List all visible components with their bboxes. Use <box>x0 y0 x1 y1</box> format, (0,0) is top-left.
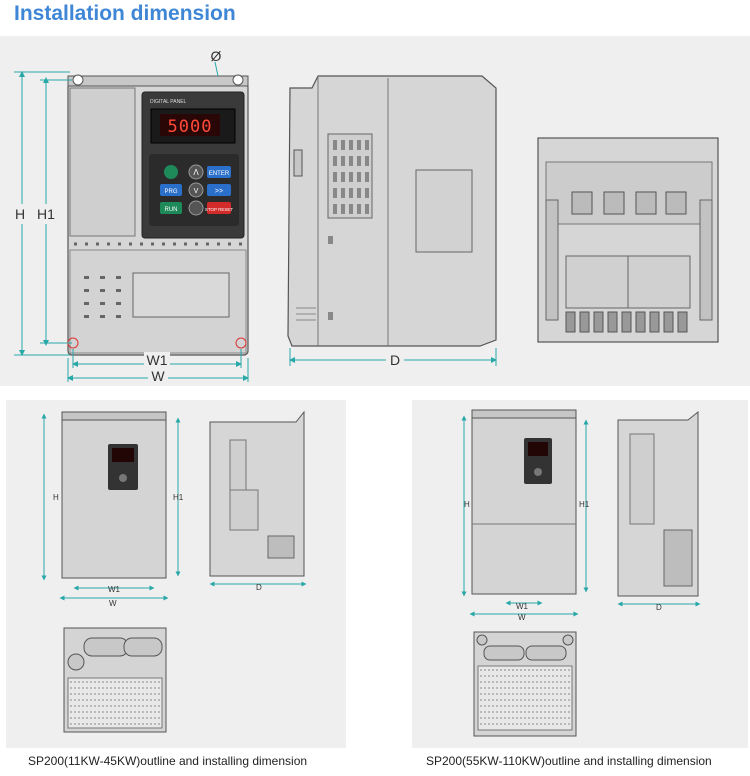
large-model-panel: H H1 W1 W D <box>412 400 748 748</box>
top-figure-drawing: DIGITAL PANEL 5000 Λ ENTER PRG V >> RUN … <box>12 48 719 384</box>
shift-key-label: >> <box>215 188 223 195</box>
up-arrow-icon: Λ <box>193 168 199 177</box>
keypad-display: 5000 <box>168 117 213 137</box>
keypad-prg-button[interactable] <box>160 184 182 196</box>
top-w-label: W <box>151 368 165 384</box>
top-hole-label: Ø <box>211 48 222 64</box>
keypad-shift-button[interactable] <box>207 184 231 196</box>
small-w-label: W <box>109 599 117 608</box>
large-d-label: D <box>656 603 662 612</box>
bottom-view <box>537 137 719 343</box>
top-figure-panel: DIGITAL PANEL 5000 Λ ENTER PRG V >> RUN … <box>0 36 750 386</box>
keypad-esc-button[interactable] <box>164 165 178 179</box>
large-model-caption: SP200(55KW-110KW)outline and installing … <box>426 754 712 768</box>
small-w1-label: W1 <box>108 585 121 594</box>
large-model-drawing: H H1 W1 W D <box>461 409 701 737</box>
keypad-down-button[interactable] <box>188 182 204 198</box>
prg-key-label: PRG <box>164 189 177 195</box>
top-d-label: D <box>390 352 400 368</box>
large-h1-label: H1 <box>579 500 590 509</box>
large-w1-label: W1 <box>516 602 529 611</box>
large-w-label: W <box>518 613 526 622</box>
small-bottom-view <box>63 627 167 733</box>
large-bottom-view <box>473 631 577 737</box>
top-w1-label: W1 <box>147 352 168 368</box>
large-front-view <box>471 409 577 595</box>
large-h-label: H <box>464 500 470 509</box>
page-title: Installation dimension <box>14 2 236 25</box>
top-h-label: H <box>15 206 25 222</box>
stop-key-label: STOP RESET <box>205 207 234 212</box>
front-view: DIGITAL PANEL 5000 Λ ENTER PRG V >> RUN … <box>67 74 249 356</box>
keypad-panel-label: DIGITAL PANEL <box>150 99 187 105</box>
run-key-label: RUN <box>165 207 178 213</box>
large-side-view <box>617 410 699 597</box>
small-model-caption: SP200(11KW-45KW)outline and installing d… <box>28 754 308 768</box>
side-view <box>287 75 497 347</box>
small-h1-label: H1 <box>173 493 184 502</box>
keypad-stop-button[interactable] <box>207 202 231 214</box>
keypad-run-button[interactable] <box>160 202 182 214</box>
keypad-enter-button[interactable] <box>207 166 231 178</box>
small-side-view <box>209 410 305 577</box>
down-arrow-icon: V <box>194 188 199 195</box>
keypad-up-button[interactable] <box>188 164 204 180</box>
top-h1-label: H1 <box>37 206 55 222</box>
small-model-panel: H H1 W1 W D <box>6 400 346 748</box>
small-model-drawing: H H1 W1 W D <box>41 410 307 733</box>
small-h-label: H <box>53 493 59 502</box>
small-d-label: D <box>256 583 262 592</box>
small-front-view <box>61 411 167 579</box>
keypad-s-button[interactable] <box>188 200 204 216</box>
enter-key-label: ENTER <box>209 171 230 177</box>
